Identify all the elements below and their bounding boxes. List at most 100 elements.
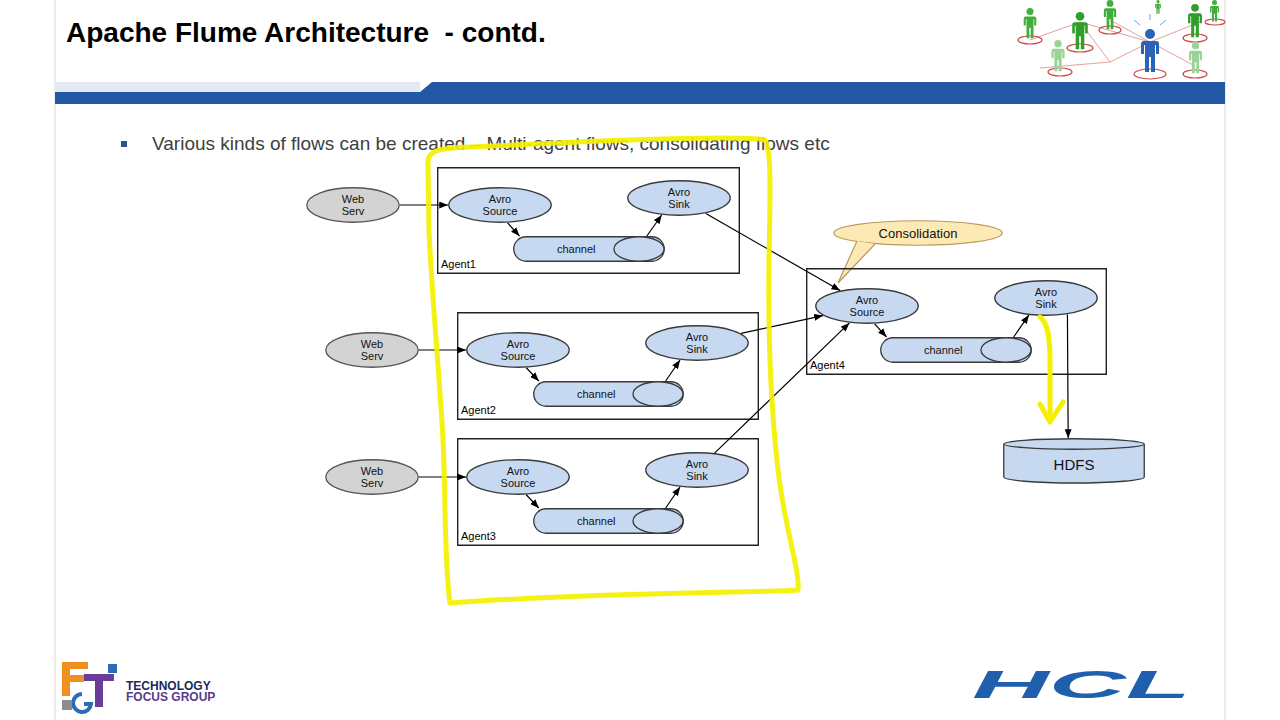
source-node: Avro Source [815,288,919,324]
ellipse-outline [646,326,749,361]
bubble-fill [835,222,1001,244]
ellipse-outline [326,460,419,495]
ellipse-outline [467,333,570,368]
web-server-node: Web Serv [325,459,419,495]
person-icon [1188,4,1202,37]
agent-label: Agent3 [461,530,496,542]
flow-arrow [419,349,466,350]
flow-arrow [706,213,840,290]
channel-end [614,237,664,262]
node-label: Web Serv [338,193,368,217]
flow-arrow [666,360,680,381]
sink-node: Avro Sink [627,180,731,216]
logo-shape [62,700,72,710]
network-ring [1134,69,1166,79]
cylinder-top [1004,439,1145,450]
person-icon [1155,0,1161,14]
node-label: Web Serv [357,338,387,362]
channel-body [881,338,1032,363]
logo-shape [108,664,117,673]
network-line [1040,62,1110,68]
node-label: Avro Sink [1026,286,1066,310]
flow-arrow [647,215,662,236]
bullet-text: Various kinds of flows can be created – … [152,133,830,155]
network-ring [1018,36,1042,44]
flow-arrow [715,323,850,453]
channel-body [514,237,665,262]
highlight-arrow-head [1040,402,1063,422]
node-label: Avro Sink [659,186,699,210]
flow-arrow [526,368,539,381]
node-label: channel [557,243,596,255]
logo-shape [73,694,91,712]
ellipse-outline [307,188,400,223]
logo-text: HCL [972,664,1191,707]
slide-title: Apache Flume Architecture - contd. [66,17,546,49]
channel-end [981,338,1031,363]
bubble-tail [838,241,875,283]
node-label: Avro Source [480,193,520,217]
node-label: channel [577,515,616,527]
person-icon [1104,0,1116,29]
agent-label: Agent4 [810,359,845,371]
highlight-ray [1134,20,1140,25]
source-node: Avro Source [466,332,570,368]
flow-arrow [666,487,680,508]
sink-node: Avro Sink [645,452,749,488]
flow-arrow [508,223,520,236]
agent-label: Agent1 [441,258,476,270]
ellipse-outline [449,188,552,223]
channel-body [534,382,684,407]
node-label: HDFS [1054,456,1095,473]
web-server-node: Web Serv [325,332,419,368]
source-node: Avro Source [466,459,570,495]
node-label: channel [924,344,963,356]
person-icon [1141,29,1159,72]
flow-arrow [1067,314,1069,438]
node-label: Avro Sink [677,458,717,482]
person-icon [1051,40,1064,71]
channel-end [633,382,683,407]
agent-box: Agent2 Avro Source channel Avro Sink [457,312,759,420]
slide-edge [55,0,56,720]
channel-body [534,509,684,534]
network-line [1110,20,1150,42]
flow-arrow [419,476,466,477]
node-label: Avro Source [498,338,538,362]
network-ring [1183,34,1207,42]
slide-edge [1225,0,1226,720]
node-label: Avro Sink [677,331,717,355]
bullet-marker [121,141,127,147]
callout-bubble: Consolidation [833,220,1003,246]
person-icon [1210,0,1219,22]
node-label: Avro Source [847,294,887,318]
person-icon [1024,8,1037,38]
logo-text: FOCUS GROUP [126,690,215,704]
highlight-ray [1150,14,1151,20]
highlight-ray [1160,20,1166,25]
source-node: Avro Source [448,187,552,223]
flow-arrow [1014,315,1029,337]
ftg-logo [62,662,117,712]
node-label: Avro Source [498,465,538,489]
flow-arrow [875,324,887,337]
channel-node: channel [533,381,684,407]
ellipse-outline [816,289,919,324]
channel-node: channel [513,236,665,262]
storage-cylinder: HDFS [1003,438,1145,483]
sink-node: Avro Sink [645,325,749,361]
network-ring [1099,26,1121,34]
flow-arrow [741,316,823,334]
ellipse-outline [995,281,1098,316]
channel-end [633,509,683,534]
ellipse-outline [646,453,749,488]
agent-label: Agent2 [461,404,496,416]
highlight-arrow [1040,317,1050,418]
header-band [55,82,420,92]
ellipse-outline [326,333,419,368]
flow-arrow [400,204,448,205]
agent-box: Agent1 Avro Source channel Avro Sink [437,167,740,274]
header-band [55,82,1225,104]
